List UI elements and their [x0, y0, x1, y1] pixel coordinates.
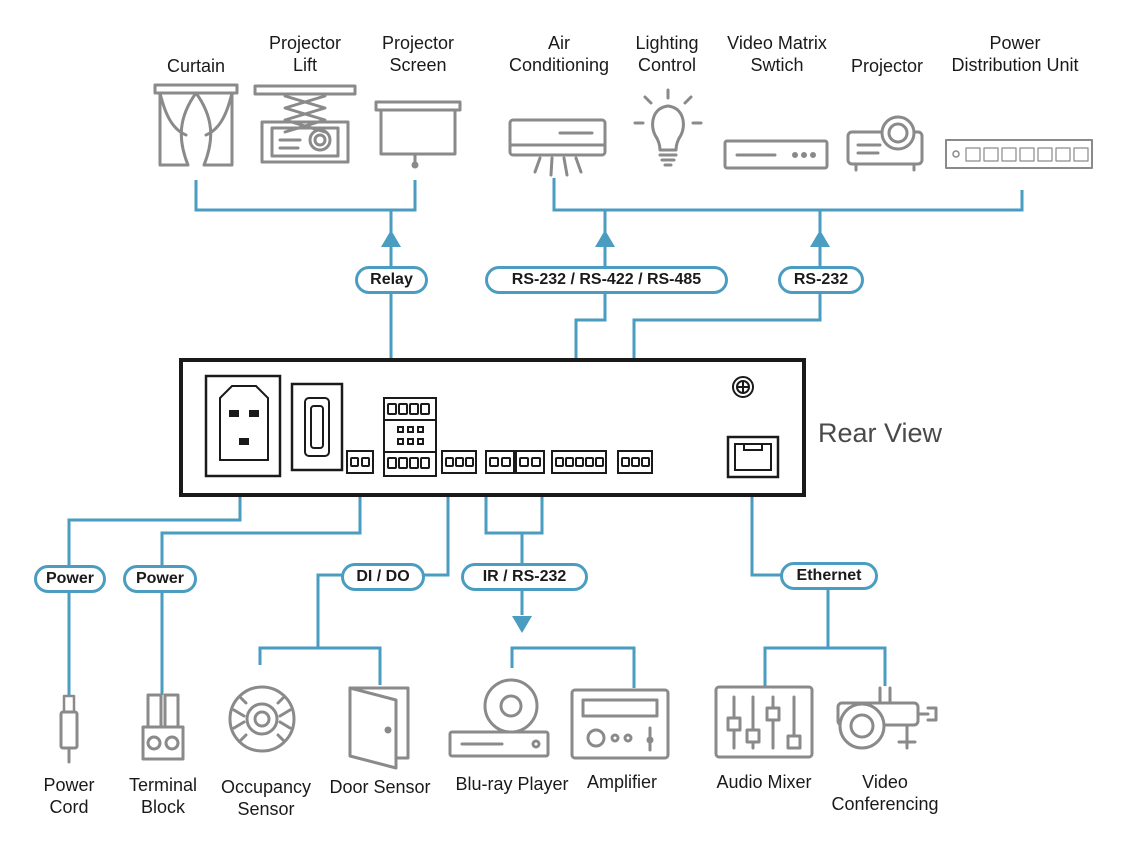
terminal-block-icon: [141, 693, 185, 761]
label-amplifier: Amplifier: [586, 772, 657, 792]
pill-rs232: RS-232: [778, 266, 864, 294]
label-curtain: Curtain: [166, 56, 226, 76]
power-cord-icon: [59, 694, 79, 764]
amplifier-icon: [570, 688, 670, 760]
arrows: [381, 230, 830, 633]
arrow-up-rs232: [810, 230, 830, 247]
power-switch-icon: [290, 382, 344, 472]
serial-port-icon: [551, 450, 607, 474]
terminal-power-port-icon: [346, 450, 374, 474]
pill-power-cord: Power: [34, 565, 106, 593]
rear-panel: [179, 358, 806, 497]
ir-port-icon: [485, 450, 545, 474]
arrow-down-ir: [512, 616, 532, 633]
line-ir-bus: [510, 646, 636, 688]
label-door-sensor: Door Sensor: [329, 777, 431, 797]
label-bluray-player: Blu-ray Player: [455, 774, 569, 794]
projector-icon: [846, 115, 924, 172]
pill-ethernet: Ethernet: [780, 562, 878, 590]
ethernet-port-icon: [726, 435, 780, 479]
line-power-cord: [67, 480, 242, 695]
curtain-icon: [153, 83, 239, 167]
video-matrix-switch-icon: [723, 139, 829, 170]
audio-mixer-icon: [714, 685, 814, 759]
pill-relay: Relay: [355, 266, 428, 294]
line-relay-bus: [194, 180, 417, 212]
occupancy-sensor-icon: [228, 685, 296, 753]
light-bulb-icon: [633, 88, 703, 167]
power-inlet-icon: [204, 374, 282, 478]
pill-power-terminal: Power: [123, 565, 197, 593]
pill-serial: RS-232 / RS-422 / RS-485: [485, 266, 728, 294]
line-ethernet: [750, 478, 887, 686]
rs232-port-icon: [617, 450, 653, 474]
power-distribution-unit-icon: [945, 139, 1093, 169]
line-serial-bus: [552, 178, 1024, 212]
door-sensor-icon: [348, 686, 410, 770]
line-dido: [258, 478, 450, 685]
rear-view-title: Rear View: [818, 418, 943, 448]
bluray-player-icon: [448, 678, 550, 758]
projector-lift-icon: [253, 84, 357, 164]
connection-lines: [67, 178, 1024, 695]
video-conferencing-camera-icon: [836, 686, 938, 750]
label-projector: Projector: [850, 56, 924, 76]
arrow-up-serial: [595, 230, 615, 247]
projector-screen-icon: [374, 100, 462, 169]
pill-ir-rs232: IR / RS-232: [461, 563, 588, 591]
dido-port-icon: [441, 450, 477, 474]
air-conditioner-icon: [508, 118, 607, 177]
line-terminal-power: [160, 478, 362, 695]
arrow-up-relay: [381, 230, 401, 247]
pill-dido: DI / DO: [341, 563, 425, 591]
line-ir: [484, 478, 544, 615]
ground-screw-icon: [732, 376, 754, 398]
label-audio-mixer: Audio Mixer: [716, 772, 812, 792]
relay-terminal-icon: [383, 397, 437, 477]
